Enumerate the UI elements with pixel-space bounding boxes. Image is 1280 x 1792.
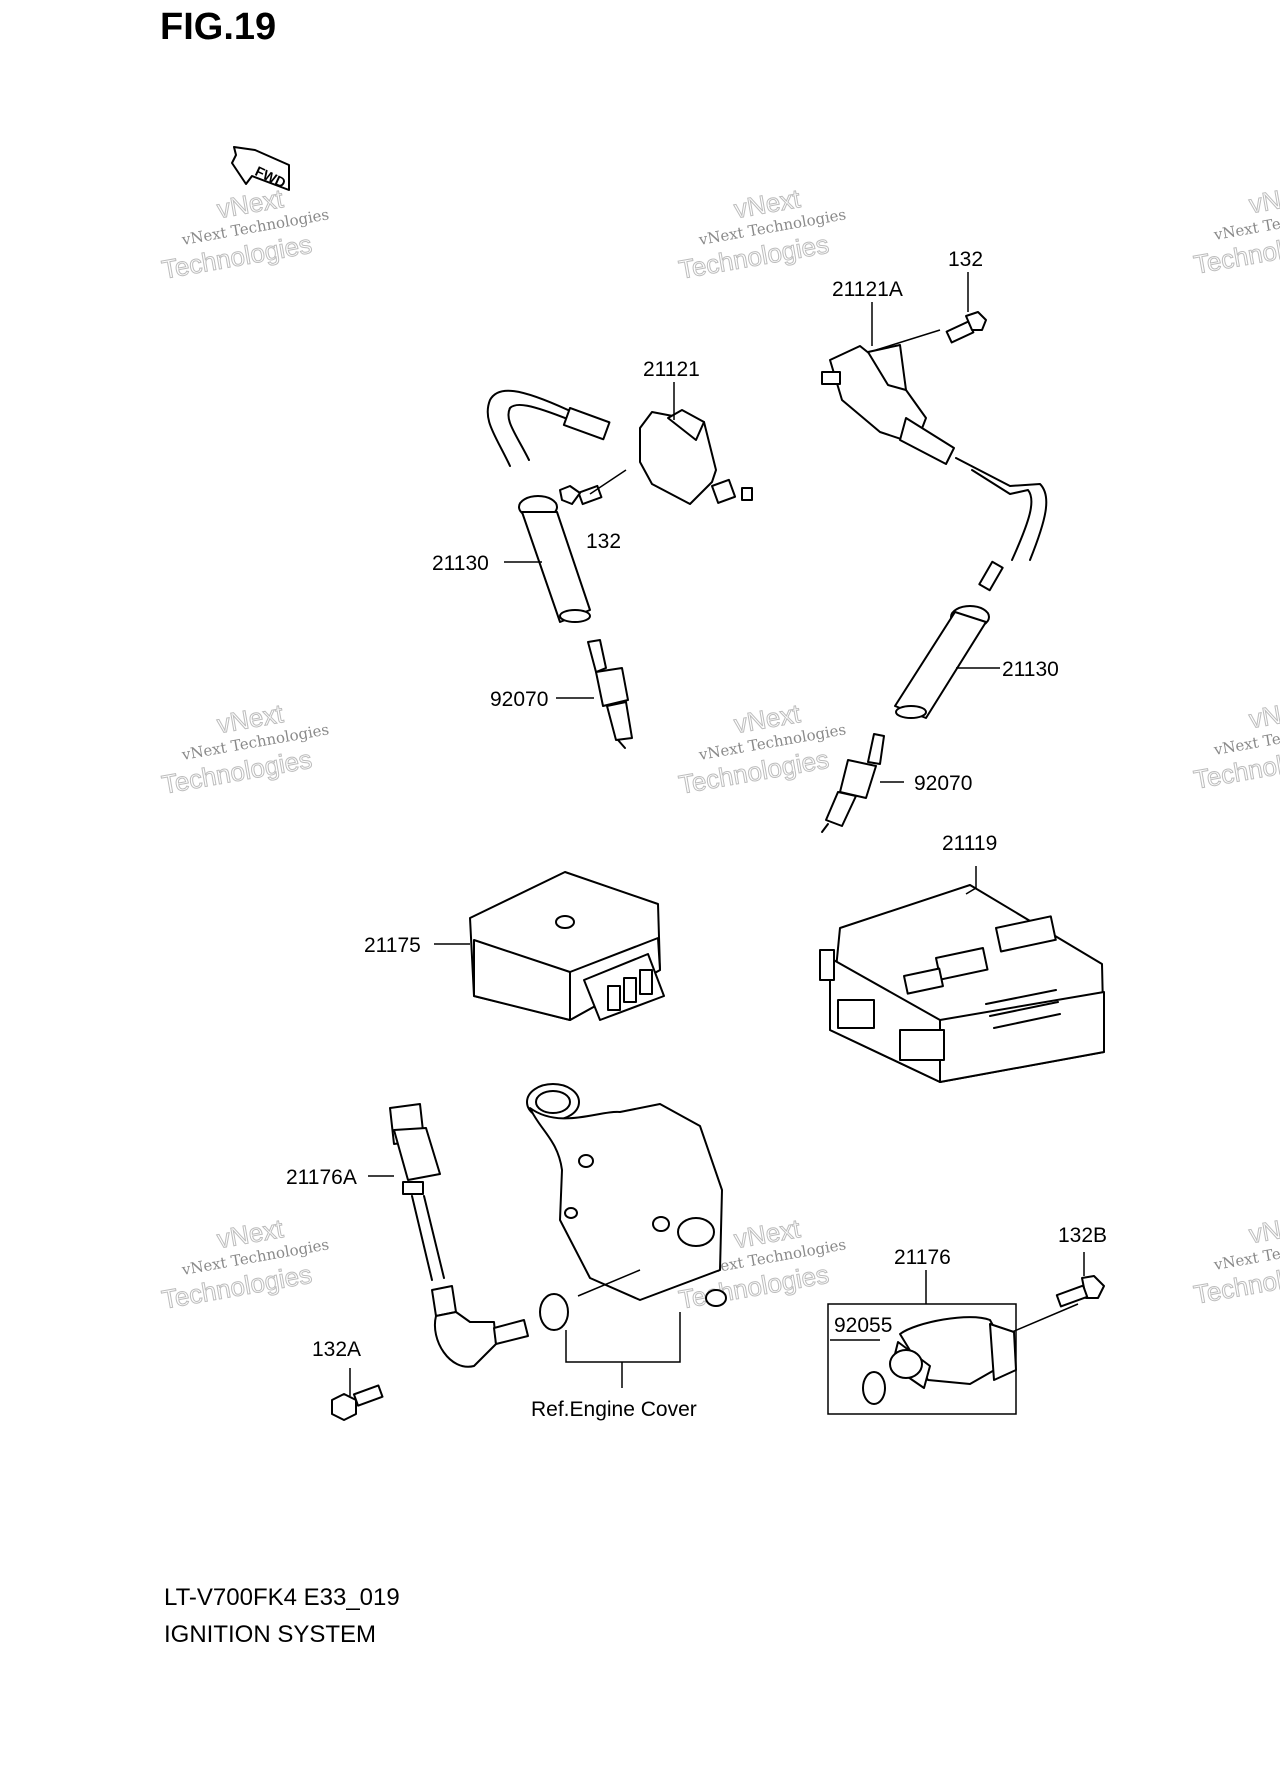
bolt-132-mid [559, 484, 603, 506]
o-ring-right [862, 1371, 886, 1405]
bolt-132B [1055, 1275, 1105, 1308]
ignition-coil-right [821, 344, 1048, 592]
leader-lines [349, 272, 1085, 1415]
o-ring-left [539, 1293, 569, 1331]
part-label-92055: 92055 [834, 1314, 892, 1337]
part-label-92070: 92070 [490, 688, 548, 711]
plug-cap-left [518, 495, 591, 623]
ref-engine-cover-label: Ref.Engine Cover [531, 1398, 697, 1421]
figure-title: FIG.19 [160, 6, 277, 48]
module-21119 [819, 884, 1105, 1083]
part-labels: 132 21121A 21121 132 21130 21130 92070 9… [286, 248, 1107, 1421]
watermark-text: vNext [1247, 178, 1280, 219]
part-label-132: 132 [586, 530, 621, 553]
spark-plug-left [587, 639, 633, 749]
part-label-21121A: 21121A [832, 278, 903, 301]
section-title: IGNITION SYSTEM [164, 1621, 377, 1648]
watermark-text: vNext [1247, 1208, 1280, 1249]
model-code: LT-V700FK4 E33_019 [164, 1584, 400, 1611]
part-label-132A: 132A [312, 1338, 361, 1361]
module-21175 [469, 871, 665, 1021]
part-label-132: 132 [948, 248, 983, 271]
part-label-21119: 21119 [942, 832, 997, 855]
part-label-21130: 21130 [432, 552, 489, 575]
fwd-arrow-icon: FWD [231, 146, 290, 191]
part-label-21175: 21175 [364, 934, 421, 957]
sensor-21176 [862, 1316, 1017, 1405]
part-label-21176A: 21176A [286, 1166, 357, 1189]
part-label-21130: 21130 [1002, 658, 1059, 681]
plug-cap-right [894, 605, 990, 719]
watermark-group: vNext Technologies vNext Technologies vN… [159, 178, 1280, 1316]
ignition-coil-left [486, 389, 753, 505]
part-label-92070: 92070 [914, 772, 972, 795]
bolt-132A [331, 1384, 384, 1421]
spark-plug-right [821, 733, 885, 833]
sensor-21176A [389, 1103, 529, 1368]
watermark-text: vNext [1247, 693, 1280, 734]
part-label-132B: 132B [1058, 1224, 1107, 1247]
engine-cover [526, 1083, 727, 1331]
part-label-21176: 21176 [894, 1246, 951, 1269]
bolt-132-top [945, 311, 987, 344]
part-label-21121: 21121 [643, 358, 700, 381]
